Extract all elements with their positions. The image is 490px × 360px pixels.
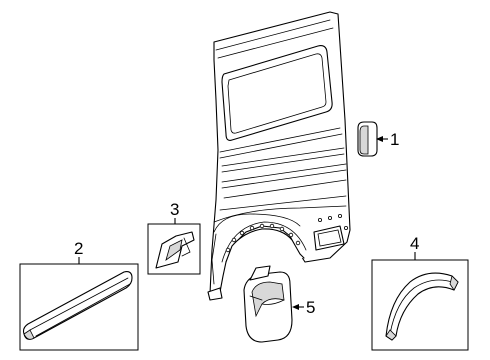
part-1-cover — [357, 121, 378, 157]
side-panel — [207, 11, 351, 301]
callout-5: 5 — [292, 298, 315, 317]
callout-label-2: 2 — [74, 239, 83, 258]
part-5-mudflap — [243, 265, 293, 343]
part-2-group: 2 — [19, 239, 139, 351]
part-4-group: 4 — [371, 234, 469, 351]
callout-label-1: 1 — [390, 130, 399, 149]
part-3-group: 3 — [147, 200, 201, 275]
callout-label-5: 5 — [306, 298, 315, 317]
callout-label-4: 4 — [410, 234, 419, 253]
callout-1: 1 — [376, 130, 399, 149]
callout-label-3: 3 — [170, 200, 179, 219]
